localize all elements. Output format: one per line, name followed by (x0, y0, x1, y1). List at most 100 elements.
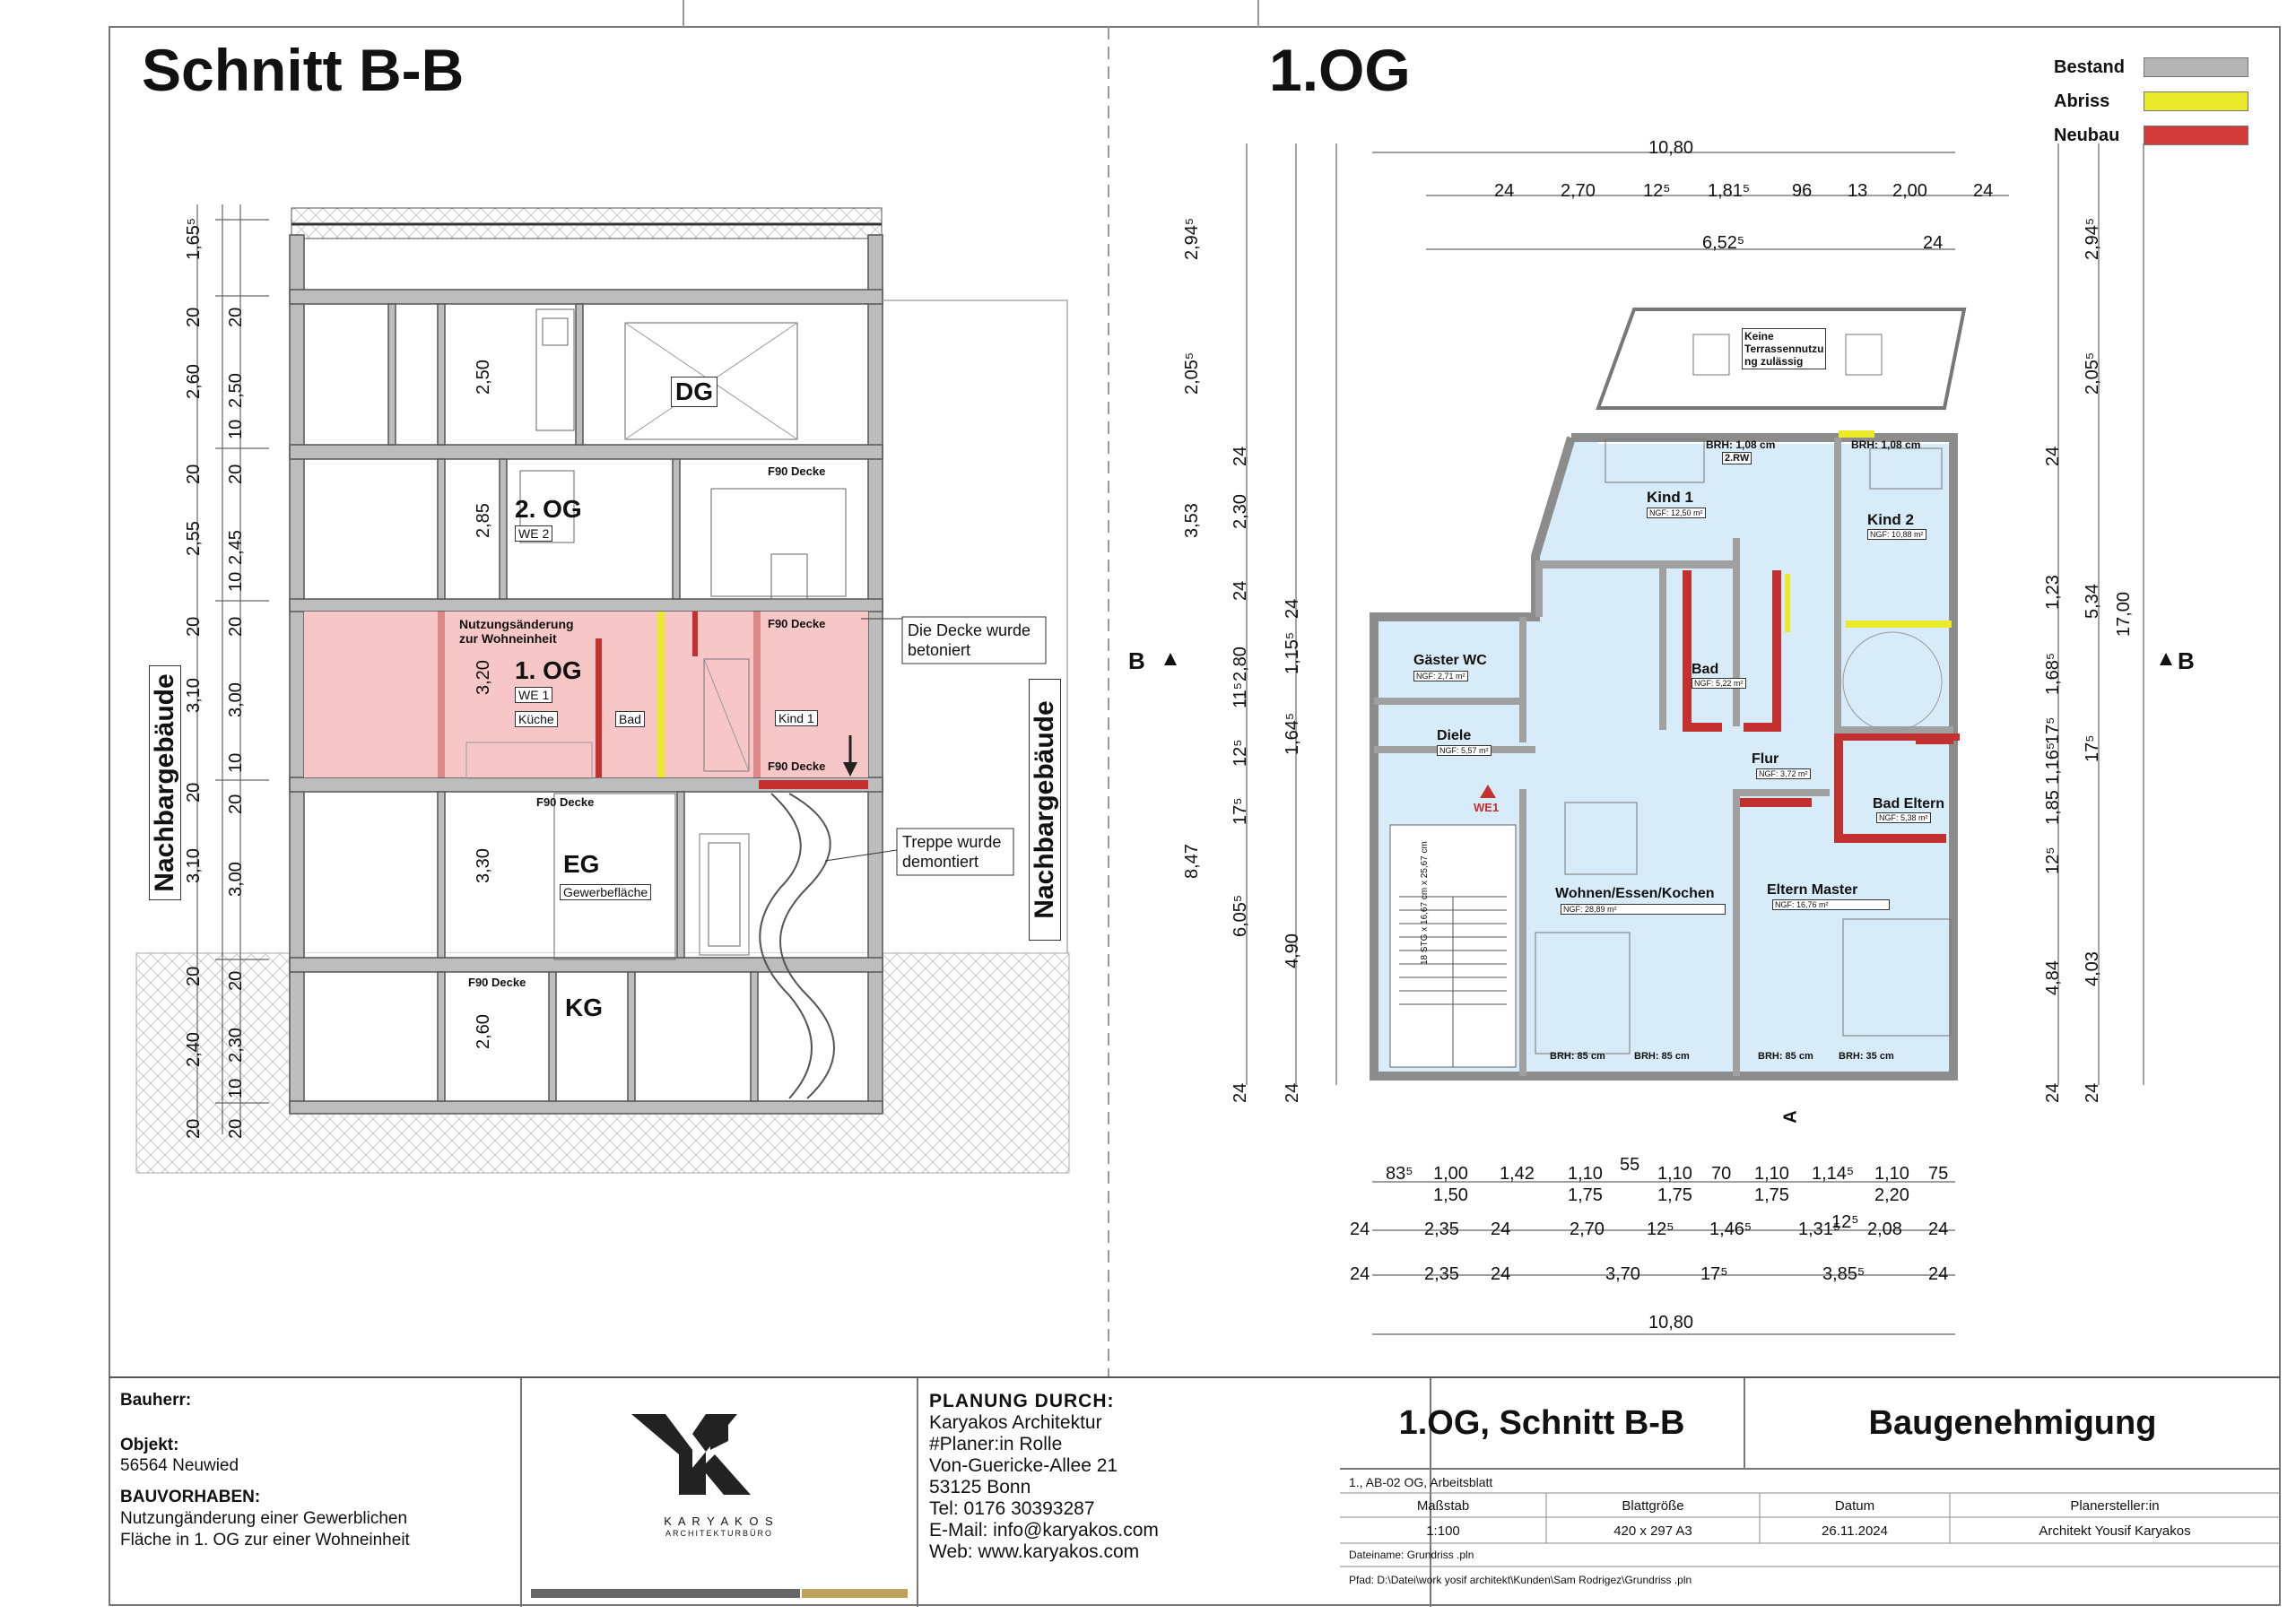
room-eltern-ngf: NGF: 16,76 m² (1772, 899, 1890, 910)
bauvorhaben-label: BAUVORHABEN: (120, 1488, 261, 1506)
plan-dim-bottom3-3: 3,70 (1605, 1264, 1640, 1284)
plan-dim-bottom1b-3: 1,75 (1754, 1185, 1789, 1205)
objekt-value: 56564 Neuwied (120, 1456, 239, 1475)
brh-bottom-3: BRH: 85 cm (1758, 1051, 1813, 1062)
rw-label: 2.RW (1722, 452, 1752, 464)
plan-dim-right-mid-8: 24 (2043, 1082, 2063, 1103)
f90-label-eg: F90 Decke (536, 795, 595, 809)
plan-dim-bottom1-3: 1,10 (1568, 1164, 1603, 1184)
room-label-bad: Bad (615, 711, 645, 727)
plan-dim-bottom1-1: 1,00 (1433, 1164, 1468, 1184)
use-label-gewerbe: Gewerbefläche (560, 884, 652, 900)
room-bad-eltern-ngf: NGF: 5,38 m² (1876, 812, 1931, 823)
sheet-title: 1.OG, Schnitt B-B (1340, 1378, 1745, 1470)
dim-top-total: 10,80 (1648, 138, 1694, 158)
plan-dim-top1-1: 2,70 (1561, 181, 1596, 201)
plan-dim-bottom2-6: 1,31⁵ (1798, 1219, 1841, 1239)
plan-dim-left-mid-5: 12⁵ (1231, 739, 1250, 767)
sheet-id: 1., AB-02 OG, Arbeitsblatt (1349, 1475, 1493, 1489)
plan-dim-bottom2-3: 2,70 (1570, 1219, 1605, 1239)
plan-dim-right-mid-1: 1,23 (2043, 575, 2063, 610)
dim-bottom-total: 10,80 (1648, 1313, 1694, 1332)
plan-dim-top1-4: 96 (1792, 181, 1813, 201)
brh-kind1: BRH: 1,08 cm (1706, 438, 1776, 451)
plan-dim-left-mid-2: 24 (1231, 580, 1250, 601)
col-value-blattgroesse: 420 x 297 A3 (1613, 1523, 1692, 1539)
plan-dim-bottom2-8: 2,08 (1867, 1219, 1902, 1239)
room-bad: Bad (1692, 662, 1719, 677)
plan-dim-bottom1-5: 1,10 (1657, 1164, 1692, 1184)
room-kind2: Kind 2 (1867, 511, 1914, 528)
room-gaeste-wc-ngf: NGF: 2,71 m² (1413, 671, 1468, 681)
plan-dim-top1-7: 24 (1973, 181, 1994, 201)
col-header-planer: Planersteller:in (2070, 1498, 2160, 1514)
plan-dim-left-mid-7: 6,05⁵ (1231, 894, 1250, 937)
plan-dim-right-mid-2: 1,68⁵ (2043, 652, 2063, 695)
logo-bar-grey (531, 1589, 800, 1598)
plan-dim-left-mid-6: 17⁵ (1231, 797, 1250, 825)
plan-dim-top1-5: 13 (1848, 181, 1868, 201)
room-kind2-ngf: NGF: 10,88 m² (1867, 529, 1926, 540)
brh-bottom-2: BRH: 85 cm (1634, 1051, 1690, 1062)
plan-dim-right-outer-3: 17,00 (2114, 591, 2134, 637)
plan-dim-right-inner-2: 24 (2083, 1082, 2102, 1103)
col-value-planer: Architekt Yousif Karyakos (2039, 1523, 2191, 1539)
floor-plan-drawing (1164, 143, 2172, 1335)
plan-dim-bottom2-5: 1,46⁵ (1709, 1219, 1752, 1239)
plan-dim-left-outer-2: 3,53 (1182, 503, 1202, 538)
plan-dim-left-outer-0: 2,94⁵ (1182, 217, 1202, 260)
note-nutzungsaenderung: Nutzungsänderung zur Wohneinheit (459, 617, 574, 646)
plan-dim-left-mid-1: 2,30 (1231, 494, 1250, 529)
room-flur: Flur (1752, 751, 1779, 767)
terrace-note: Keine Terrassennutzu ng zulässig (1742, 328, 1827, 369)
plan-dim-left-mid-0: 24 (1231, 446, 1250, 466)
section-marker-b-right: B (2178, 647, 2195, 674)
room-kind1-ngf: NGF: 12,50 m² (1647, 508, 1706, 518)
plan-dim-bottom1-10: 75 (1928, 1164, 1949, 1184)
plan-dim-bottom3-4: 17⁵ (1700, 1264, 1728, 1284)
col-header-blattgroesse: Blattgröße (1622, 1498, 1684, 1514)
plan-dim-left-outer-3: 8,47 (1182, 844, 1202, 879)
f90-label-1og-top: F90 Decke (768, 617, 826, 630)
room-diele: Diele (1437, 728, 1472, 743)
floor-label-1og: 1. OG (515, 656, 582, 684)
room-bad-ngf: NGF: 5,22 m² (1692, 678, 1746, 689)
plan-dim-right-mid-7: 4,84 (2043, 960, 2063, 995)
logo-name: K A R Y A K O S (664, 1515, 775, 1528)
plan-dim-bottom2-9: 24 (1928, 1219, 1949, 1239)
plan-dim-right-outer-0: 2,94⁵ (2083, 217, 2102, 260)
plan-dim-bottom1-7: 1,10 (1754, 1164, 1789, 1184)
section-marker-b-left: B (1128, 647, 1145, 674)
legend: Bestand Abriss Neubau (2054, 54, 2260, 156)
plan-dim-top1-3: 1,81⁵ (1708, 181, 1751, 201)
sheet-info-grid (1340, 1492, 2280, 1567)
legend-swatch-neubau (2144, 126, 2248, 145)
plan-dim-top2-1: 24 (1923, 233, 1944, 253)
plan-dim-bottom1-2: 1,42 (1500, 1164, 1535, 1184)
dateipfad: Pfad: D:\Datei\work yosif architekt\Kund… (1349, 1574, 1692, 1586)
bauvorhaben-line2: Fläche in 1. OG zur einer Wohneinheit (120, 1531, 410, 1549)
plan-dim-bottom3-0: 24 (1350, 1264, 1370, 1284)
dateiname: Dateiname: Grundriss .pln (1349, 1549, 1474, 1561)
logo-area: K A R Y A K O S ARCHITEKTURBÜRO (522, 1378, 918, 1607)
f90-label-kg: F90 Decke (468, 976, 526, 989)
room-flur-ngf: NGF: 3,72 m² (1756, 768, 1811, 779)
plan-dim-bottom2-7: 12⁵ (1831, 1212, 1859, 1232)
title-block: Bauherr: Objekt: 56564 Neuwied BAUVORHAB… (109, 1376, 2280, 1607)
plan-title: 1.OG (1269, 37, 1411, 103)
plan-dim-bottom1-0: 83⁵ (1386, 1164, 1413, 1184)
plan-dim-left-mid-3: 2,80 (1231, 647, 1250, 681)
section-marker-a: A (1780, 1110, 1801, 1124)
note-decke: Die Decke wurde betoniert (908, 621, 1031, 659)
sheet-phase: Baugenehmigung (1745, 1378, 2280, 1470)
planung-label: PLANUNG DURCH: (929, 1391, 1115, 1411)
plan-dim-left-inner-2: 1,64⁵ (1283, 712, 1302, 755)
col-header-massstab: Maßstab (1416, 1498, 1470, 1514)
section-title: Schnitt B-B (142, 37, 465, 103)
plan-dim-bottom1-9: 1,10 (1874, 1164, 1909, 1184)
planner-info: PLANUNG DURCH: Karyakos Architektur #Pla… (918, 1378, 1431, 1607)
brh-bottom-1: BRH: 85 cm (1550, 1051, 1605, 1062)
plan-dim-bottom1b-1: 1,75 (1568, 1185, 1603, 1205)
plan-dim-right-outer-1: 2,05⁵ (2083, 352, 2102, 395)
